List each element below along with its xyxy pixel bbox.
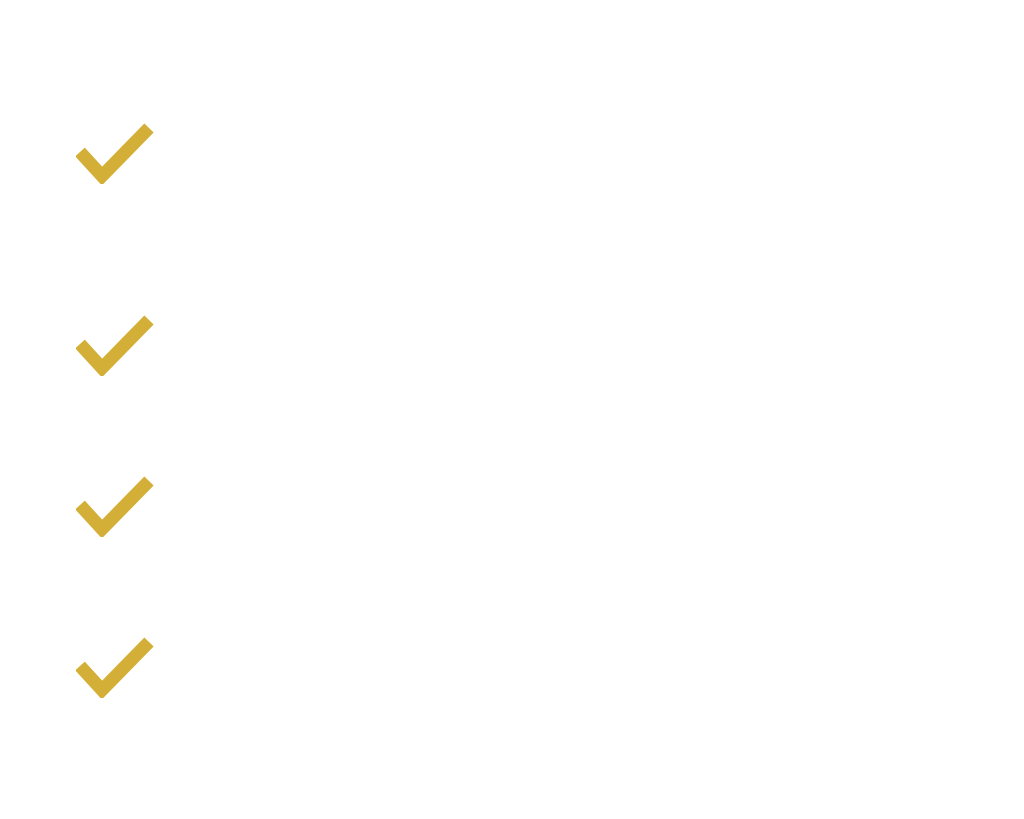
check-icon xyxy=(76,123,154,184)
check-icon xyxy=(76,315,154,376)
check-icon xyxy=(76,637,154,698)
check-icon xyxy=(76,476,154,537)
